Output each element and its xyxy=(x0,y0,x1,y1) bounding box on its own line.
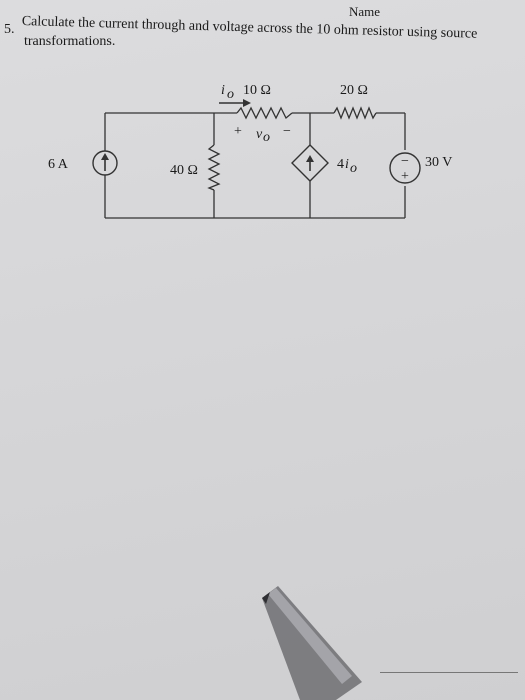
resistor-20-ohm xyxy=(333,106,377,120)
vsrc-label: 30 V xyxy=(425,155,452,170)
vo-minus: − xyxy=(283,124,291,139)
dependent-current-source xyxy=(291,144,329,182)
vsrc-plus-sign: + xyxy=(401,169,409,184)
current-label-sub: o xyxy=(227,87,234,102)
pen-tip-icon xyxy=(262,586,362,700)
vo-sub: o xyxy=(263,130,270,145)
current-source-6a xyxy=(92,150,118,176)
dep-label-i: i xyxy=(345,157,349,172)
circuit-wires xyxy=(104,112,406,219)
r1-label: 10 Ω xyxy=(243,83,271,98)
dep-label-coef: 4 xyxy=(337,157,344,172)
voltage-source-30v: − + xyxy=(389,152,421,184)
r3-label: 40 Ω xyxy=(170,163,198,178)
vsrc-minus-sign: − xyxy=(401,154,409,169)
current-arrow-icon xyxy=(219,99,251,107)
vo-label: v xyxy=(256,127,263,142)
question-number: 5. xyxy=(4,22,15,37)
dep-label-sub: o xyxy=(350,161,357,176)
vo-plus: + xyxy=(234,124,242,139)
current-label-i: i xyxy=(221,83,225,98)
resistor-40-ohm xyxy=(207,144,221,191)
resistor-10-ohm xyxy=(236,106,293,120)
r2-label: 20 Ω xyxy=(340,83,368,98)
isrc-label: 6 A xyxy=(48,157,69,172)
name-label: Name xyxy=(349,4,381,19)
bottom-line xyxy=(380,672,518,673)
question-text-line2: transformations. xyxy=(24,34,116,49)
